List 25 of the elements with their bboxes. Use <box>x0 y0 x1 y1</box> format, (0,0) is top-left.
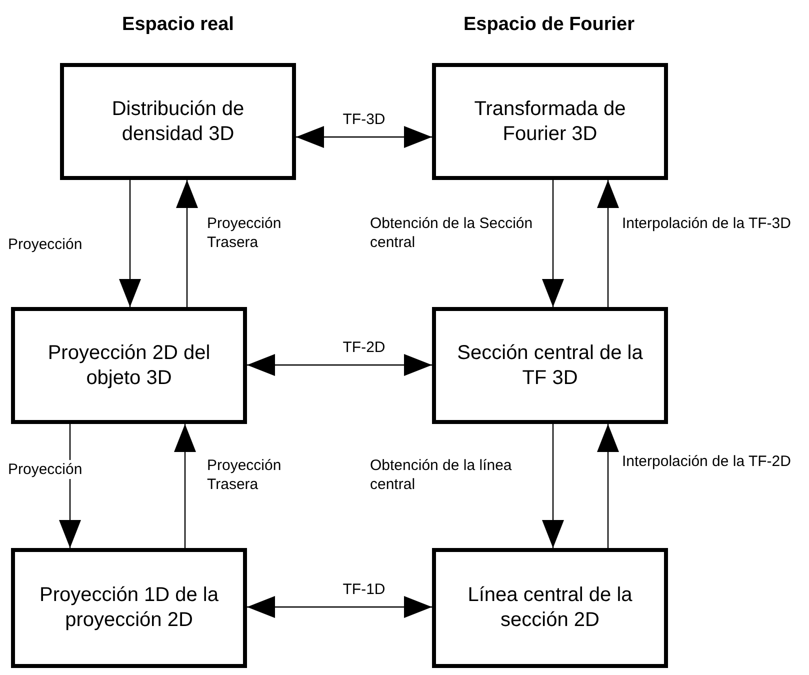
arrow <box>597 424 619 548</box>
arrow <box>119 180 141 307</box>
arrow <box>247 354 432 376</box>
arrow <box>296 126 432 148</box>
box-text: Proyección 1D de la proyección 2D <box>38 583 220 633</box>
box-text: Sección central de la TF 3D <box>456 340 644 390</box>
arrow <box>176 180 198 307</box>
arrow <box>174 424 196 548</box>
arrow <box>247 596 432 618</box>
arrow <box>597 180 619 307</box>
box-text: Proyección 2D del objeto 3D <box>46 340 212 390</box>
process-box <box>60 63 296 180</box>
process-box <box>432 307 668 424</box>
arrow <box>542 180 564 307</box>
arrow <box>59 424 81 548</box>
column-heading: Espacio real <box>121 14 235 36</box>
arrow <box>542 424 564 548</box>
process-box <box>432 548 668 668</box>
process-box <box>11 307 247 424</box>
box-text: Transformada de Fourier 3D <box>473 96 627 146</box>
box-text: Distribución de densidad 3D <box>110 96 246 146</box>
process-box <box>432 63 668 180</box>
column-heading: Espacio de Fourier <box>462 14 636 36</box>
process-box <box>11 548 247 668</box>
box-text: Línea central de la sección 2D <box>466 583 634 633</box>
